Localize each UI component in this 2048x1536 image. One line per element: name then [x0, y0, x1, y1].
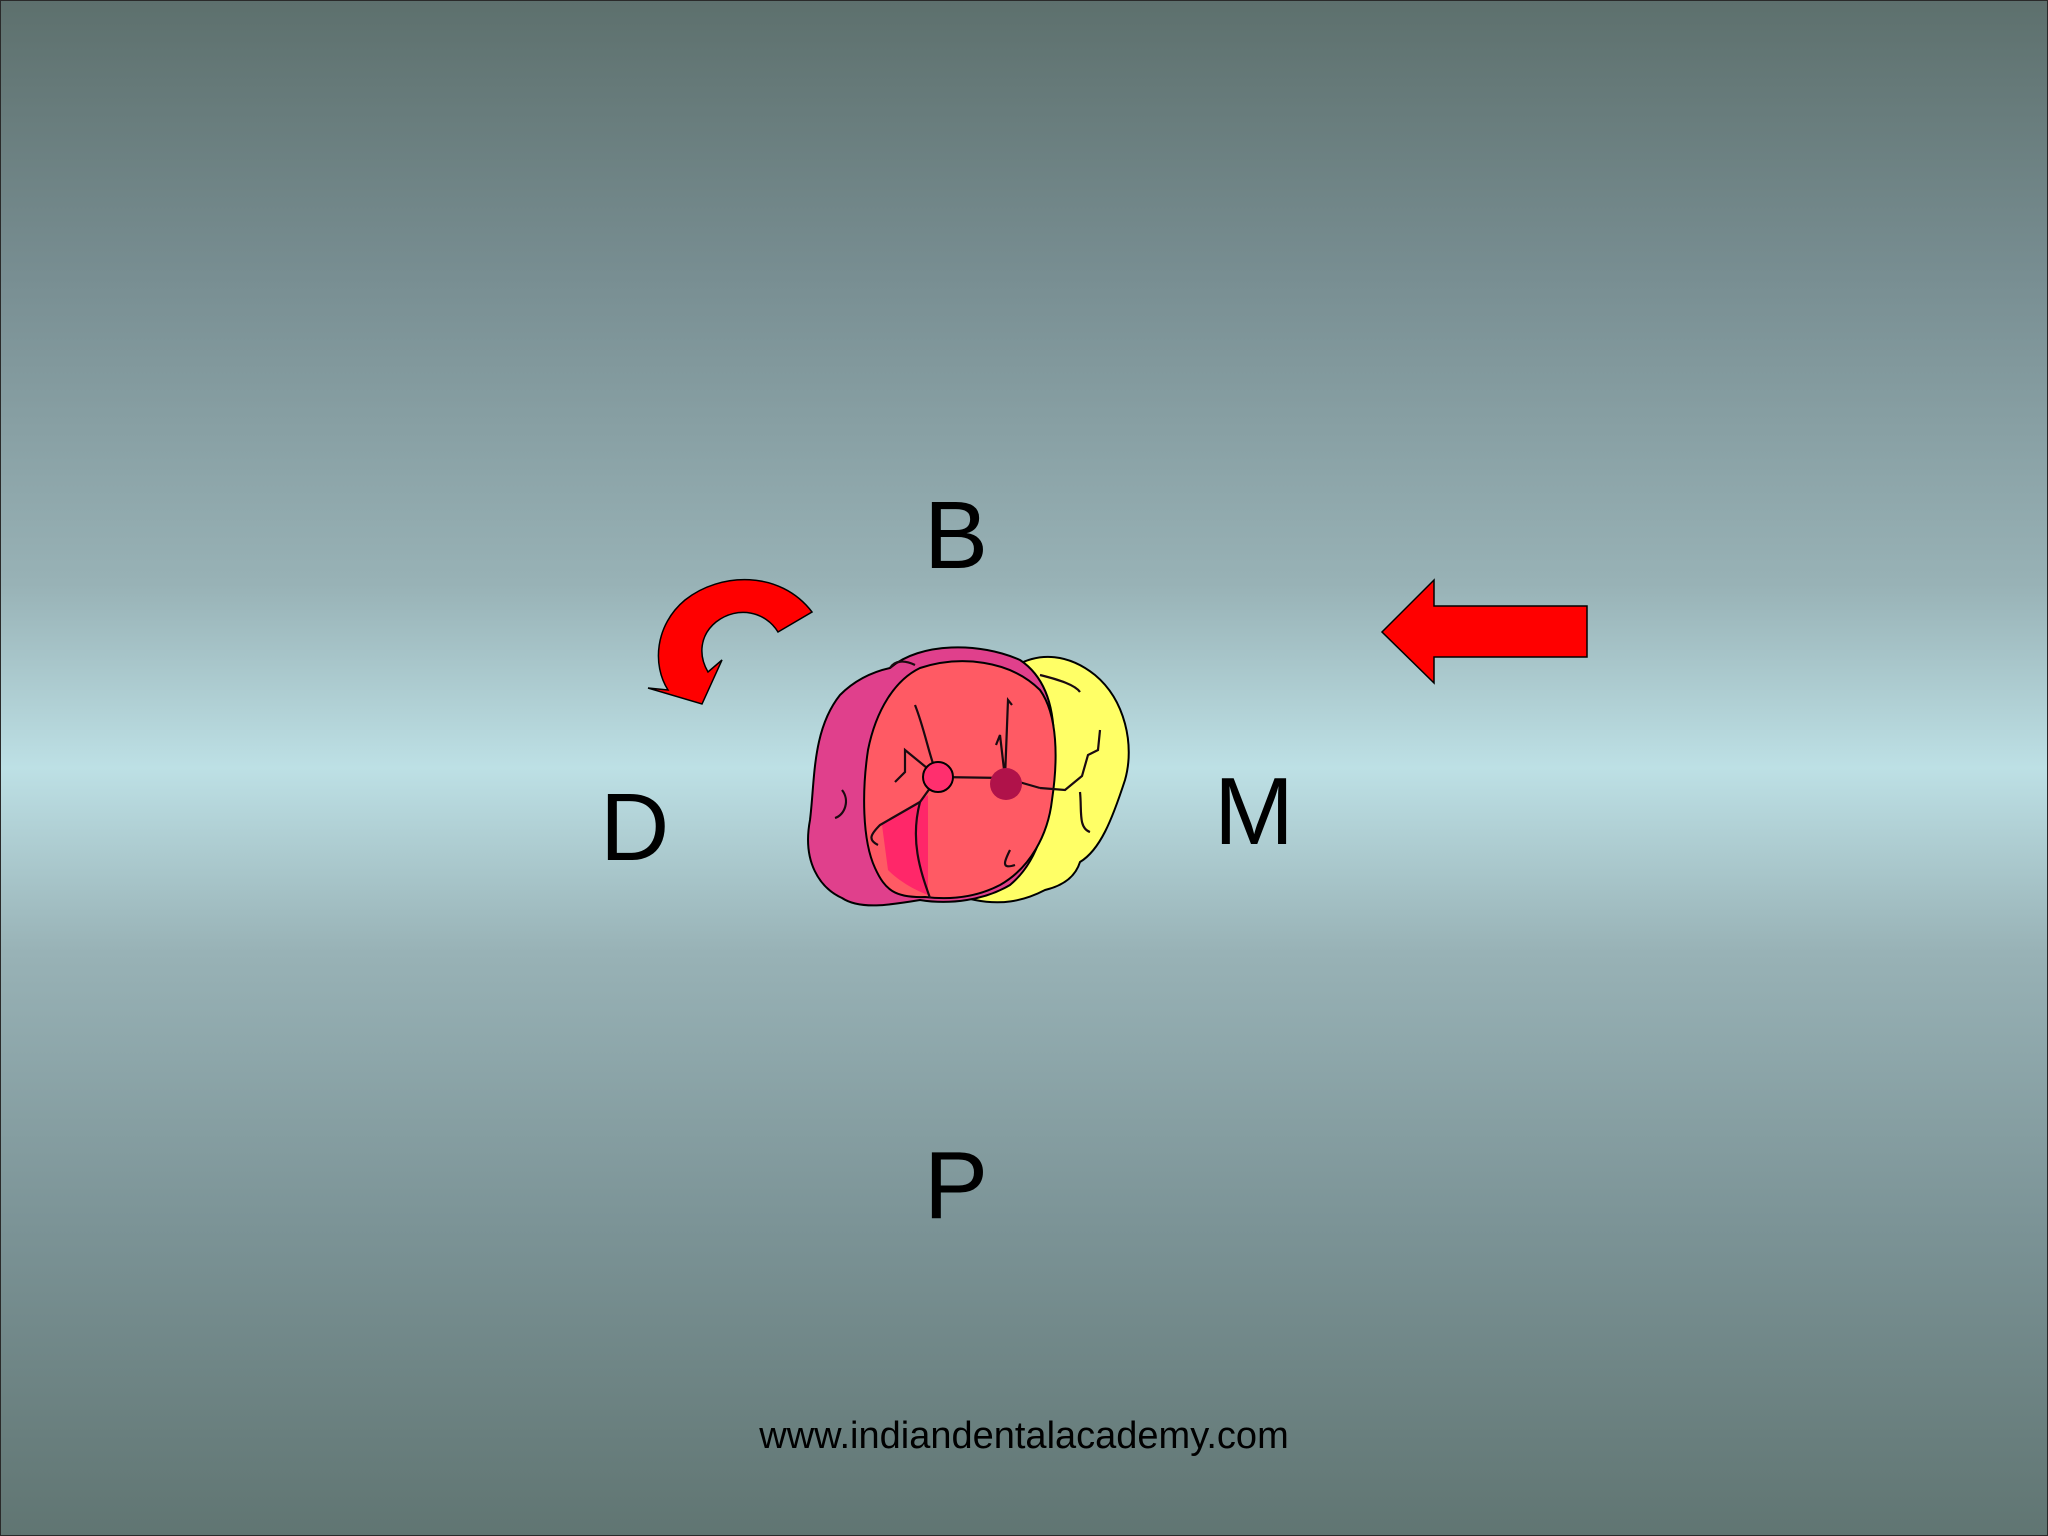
buccal-label: B: [924, 482, 989, 589]
cusp-dot: [922, 761, 954, 793]
tooth-grooves: [834, 660, 1102, 899]
cusp-dot-dark: [990, 768, 1022, 800]
mesial-label: M: [1214, 758, 1294, 865]
left-arrow-icon: [1380, 578, 1588, 685]
tooth-occlusal-view-icon: [807, 646, 1130, 907]
palatal-label: P: [924, 1132, 989, 1239]
curved-rotation-arrow-icon: [647, 578, 814, 705]
distal-label: D: [600, 774, 670, 881]
footer-website-url: www.indiandentalacademy.com: [759, 1415, 1289, 1457]
